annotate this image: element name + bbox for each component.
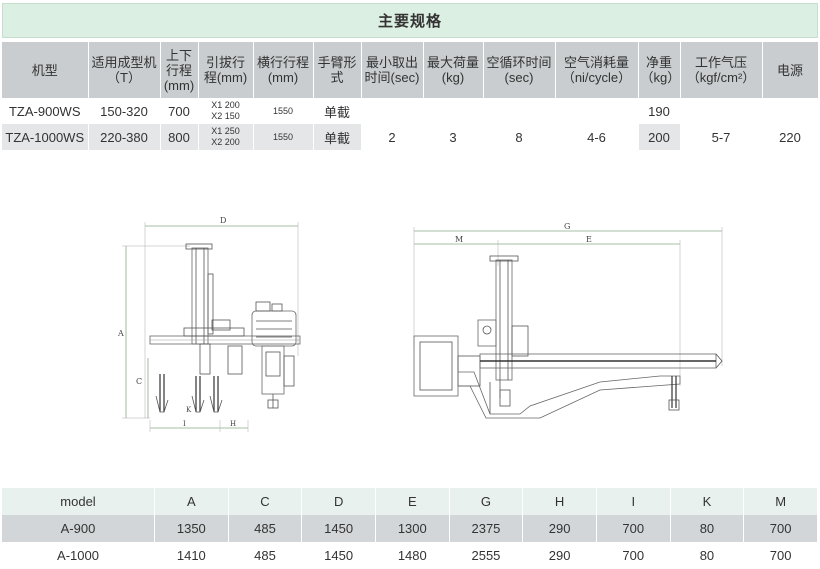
spec-table: 机型 适用成型机（T） 上下行程(mm) 引拔行程(mm) 横行行程(mm) 手… xyxy=(2,42,819,150)
dims-header-row: model A C D E G H I K M xyxy=(2,488,818,515)
header-power: 电源 xyxy=(762,42,819,98)
dims-cell: 2375 xyxy=(449,515,524,542)
cell-arm-type: 单截 xyxy=(313,98,362,124)
cell-vertical-stroke: 700 xyxy=(160,98,199,124)
min-takeout-value: 2 xyxy=(388,129,396,145)
front-view-drawing: G M E xyxy=(413,222,723,419)
dims-header-c: C xyxy=(228,488,303,515)
dims-cell: 700 xyxy=(743,515,818,542)
dims-cell: 1350 xyxy=(154,515,229,542)
side-view-drawing: D A C xyxy=(117,216,301,432)
dims-cell: 485 xyxy=(228,515,303,542)
max-load-value: 3 xyxy=(449,129,457,145)
spec-title: 主要规格 xyxy=(2,3,818,38)
dims-header-g: G xyxy=(449,488,524,515)
spec-section: 主要规格 机型 适用成型机（T） 上下行程(mm) 引拔行程(mm) 横行行程(… xyxy=(2,3,819,150)
header-air-consumption: 空气消耗量（ni/cycle） xyxy=(555,42,639,98)
pull-stroke-x2: X2 200 xyxy=(211,137,240,147)
dry-cycle-value: 8 xyxy=(515,129,523,145)
dims-cell: 700 xyxy=(596,515,671,542)
header-net-weight: 净重（kg） xyxy=(638,42,681,98)
cell-molding-machine: 220-380 xyxy=(88,124,161,150)
dims-cell: A-900 xyxy=(2,515,155,542)
pull-stroke-x1: X1 200 xyxy=(211,100,240,110)
cell-working-pressure: 5-7 xyxy=(680,98,763,150)
dims-cell: 2555 xyxy=(449,542,524,569)
cell-model: TZA-900WS xyxy=(2,98,89,124)
header-arm-type: 手臂形式 xyxy=(313,42,362,98)
air-consumption-value: 4-6 xyxy=(587,129,606,145)
label-i: I xyxy=(183,420,186,428)
pull-stroke-x1: X1 250 xyxy=(211,126,240,136)
header-dry-cycle: 空循环时间(sec) xyxy=(483,42,556,98)
cell-traverse-stroke: 1550 xyxy=(253,124,314,150)
cell-molding-machine: 150-320 xyxy=(88,98,161,124)
dims-cell: 80 xyxy=(670,515,745,542)
dims-header-model: model xyxy=(2,488,155,515)
spec-row: TZA-1000WS 220-380 800 X1 250 X2 200 155… xyxy=(2,124,818,150)
cell-air-consumption: 4-6 xyxy=(555,98,639,150)
cell-model: TZA-1000WS xyxy=(2,124,89,150)
dims-header-e: E xyxy=(375,488,450,515)
dims-header-k: K xyxy=(670,488,745,515)
dims-header-d: D xyxy=(301,488,376,515)
label-d: D xyxy=(220,216,226,225)
cell-traverse-stroke: 1550 xyxy=(253,98,314,124)
label-c: C xyxy=(136,377,142,386)
dims-cell: 1480 xyxy=(375,542,450,569)
dims-cell: 1450 xyxy=(301,515,376,542)
spec-header-row: 机型 适用成型机（T） 上下行程(mm) 引拔行程(mm) 横行行程(mm) 手… xyxy=(2,42,819,98)
label-e: E xyxy=(586,235,592,244)
dims-cell: A-1000 xyxy=(2,542,155,569)
label-g: G xyxy=(564,222,570,231)
label-a: A xyxy=(117,329,124,338)
dims-header-i: I xyxy=(596,488,671,515)
cell-vertical-stroke: 800 xyxy=(160,124,199,150)
dims-header-m: M xyxy=(743,488,818,515)
technical-drawings: D A C xyxy=(117,216,723,432)
header-model: 机型 xyxy=(2,42,89,98)
dims-cell: 80 xyxy=(670,542,745,569)
dims-cell: 290 xyxy=(522,542,597,569)
dims-row: A-900 1350 485 1450 1300 2375 290 700 80… xyxy=(2,515,818,542)
dims-cell: 1450 xyxy=(301,542,376,569)
cell-power: 220 xyxy=(762,98,819,150)
label-k: K xyxy=(186,406,192,414)
header-pull-stroke: 引拔行程(mm) xyxy=(198,42,254,98)
header-vertical-stroke: 上下行程(mm) xyxy=(160,42,199,98)
dimensions-table: model A C D E G H I K M A-900 1350 485 1… xyxy=(2,488,818,569)
dims-cell: 290 xyxy=(522,515,597,542)
dims-cell: 485 xyxy=(228,542,303,569)
header-min-takeout: 最小取出时间(sec) xyxy=(361,42,424,98)
power-value: 220 xyxy=(779,129,801,145)
cell-pull-stroke: X1 250 X2 200 xyxy=(198,124,254,150)
label-m: M xyxy=(455,235,463,244)
cell-net-weight: 190 xyxy=(638,98,681,124)
dims-cell: 700 xyxy=(596,542,671,569)
working-pressure-value: 5-7 xyxy=(711,129,731,145)
cell-pull-stroke: X1 200 X2 150 xyxy=(198,98,254,124)
dims-cell: 1300 xyxy=(375,515,450,542)
cell-net-weight: 200 xyxy=(638,124,681,150)
pull-stroke-x2: X2 150 xyxy=(211,111,240,121)
cell-min-takeout: 2 xyxy=(361,98,424,150)
cell-arm-type: 单截 xyxy=(313,124,362,150)
cell-max-load: 3 xyxy=(423,98,484,150)
header-max-load: 最大荷量(kg) xyxy=(423,42,484,98)
dims-header-h: H xyxy=(522,488,597,515)
label-h: H xyxy=(230,420,236,428)
dims-cell: 1410 xyxy=(154,542,229,569)
dims-row: A-1000 1410 485 1450 1480 2555 290 700 8… xyxy=(2,542,818,569)
spec-row: TZA-900WS 150-320 700 X1 200 X2 150 1550… xyxy=(2,98,819,150)
header-molding-machine: 适用成型机（T） xyxy=(88,42,161,98)
header-traverse-stroke: 横行行程(mm) xyxy=(253,42,314,98)
dims-header-a: A xyxy=(154,488,229,515)
cell-dry-cycle: 8 xyxy=(483,98,556,150)
header-working-pressure: 工作气压（kgf/cm²） xyxy=(680,42,763,98)
dims-cell: 700 xyxy=(743,542,818,569)
